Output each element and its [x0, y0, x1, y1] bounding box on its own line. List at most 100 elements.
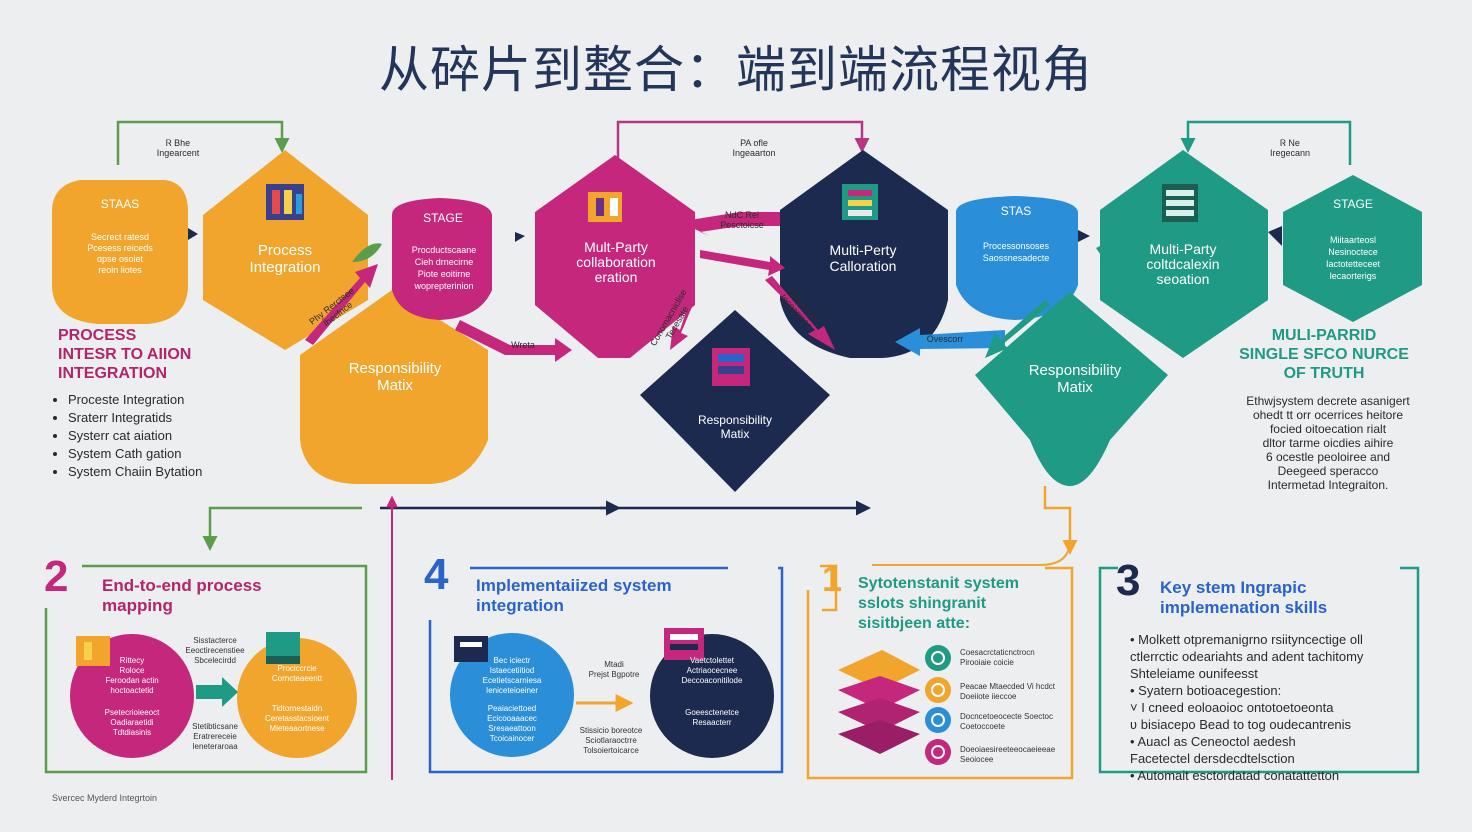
list-item: Systerr cat aiation: [68, 427, 202, 445]
box1-frame: [806, 564, 1074, 780]
list-item: ʋ bisiacepo Bead to tog oudecantrenis: [1130, 717, 1352, 732]
leaf-icon: [352, 243, 382, 262]
list-item: Proceste Integration: [68, 391, 202, 409]
multiparty-navy-shape: [780, 150, 948, 358]
page-title: 从碎片到整合：端到端流程视角: [379, 41, 1093, 99]
teal-stage-shape: [1283, 175, 1422, 322]
list-item: System Cath gation: [68, 445, 202, 463]
center-stage-shape: [392, 198, 492, 320]
box1-number: 1: [822, 558, 843, 599]
left-stage-shape: [52, 180, 188, 324]
top-loop-center: [616, 120, 870, 160]
left-bullet-list: Proceste Integration Sraterr Integratids…: [50, 391, 202, 481]
box4-left-circle: [450, 633, 574, 757]
top-loop-left: [116, 120, 290, 165]
arrow-label-6: Ovescorr: [926, 334, 964, 344]
flow-line-to-box2: [202, 506, 362, 551]
box4-frame: [428, 566, 784, 774]
box2-frame: [44, 564, 368, 774]
box2-icon-left: [76, 636, 110, 666]
list-item: Shteleiame ounifeesst: [1130, 666, 1258, 681]
list-item: • Syatern botioacegestion:: [1130, 683, 1282, 698]
flow-line-box1: [872, 539, 1071, 566]
arrow-navy-small-3: [1268, 226, 1282, 246]
arrow-navy-small-2: [1078, 230, 1090, 242]
box3-number: 3: [1116, 556, 1141, 605]
list-item: System Chaiin Bytation: [68, 463, 202, 481]
top-loop-right: [1180, 120, 1352, 165]
source-note: Svercec Myderd Integrtoin: [52, 793, 158, 803]
box2-right-circle: [237, 638, 357, 758]
responsibility-teal-shape: [975, 292, 1168, 486]
list-item: ctlerrctic odeariahts and adent tachitom…: [1130, 649, 1364, 664]
arrow-magenta-down-2: [765, 276, 835, 350]
arrow-navy-small-1: [515, 232, 525, 242]
box2-icon-right: [266, 632, 300, 656]
arrow-magenta-up: [305, 264, 378, 345]
row-icon-3: [925, 707, 951, 733]
arrow-magenta-down-1: [670, 300, 694, 350]
box4-right-circle: [650, 634, 774, 758]
box3-frame: [1098, 566, 1420, 774]
multiparty-magenta-shape: [535, 155, 695, 358]
list-item: ˅ I cneed eoloaoioc ontotoetoeonta: [1130, 700, 1334, 715]
layer-stack-4: [838, 720, 920, 754]
center-stage-title: STAGE: [423, 211, 463, 225]
box4-icon-left: [454, 636, 488, 662]
box3-list: • Molkett otpremanigrno rsiityncectige o…: [1130, 632, 1420, 785]
arrow-navy-small-4: [188, 228, 198, 240]
teal-stage-title: STAGE: [1333, 197, 1373, 211]
arrow-teal-2: [985, 300, 1050, 358]
responsibility-left-shape: [300, 290, 488, 484]
blue-stage-title: STAS: [1000, 204, 1032, 218]
box4-number: 4: [424, 550, 449, 599]
responsibility-navy-shape: [640, 310, 830, 492]
list-item: • Molkett otpremanigrno rsiityncectige o…: [1130, 632, 1363, 647]
arrow-magenta-center: [700, 250, 785, 276]
blue-stage-shape: [956, 196, 1078, 320]
box2-arrow: [196, 677, 238, 707]
flow-line-right: [1043, 486, 1078, 555]
list-item: Facetectel dersdecdtelsction: [1130, 751, 1295, 766]
list-item: Sraterr Integratids: [68, 409, 202, 427]
arrow-teal-1: [1096, 245, 1145, 315]
process-integration-shape: [203, 150, 368, 350]
layer-stack-top: [838, 650, 920, 690]
arrow-magenta-right: [455, 320, 572, 362]
box2-number: 2: [44, 552, 69, 601]
layer-stack-2: [838, 676, 920, 710]
